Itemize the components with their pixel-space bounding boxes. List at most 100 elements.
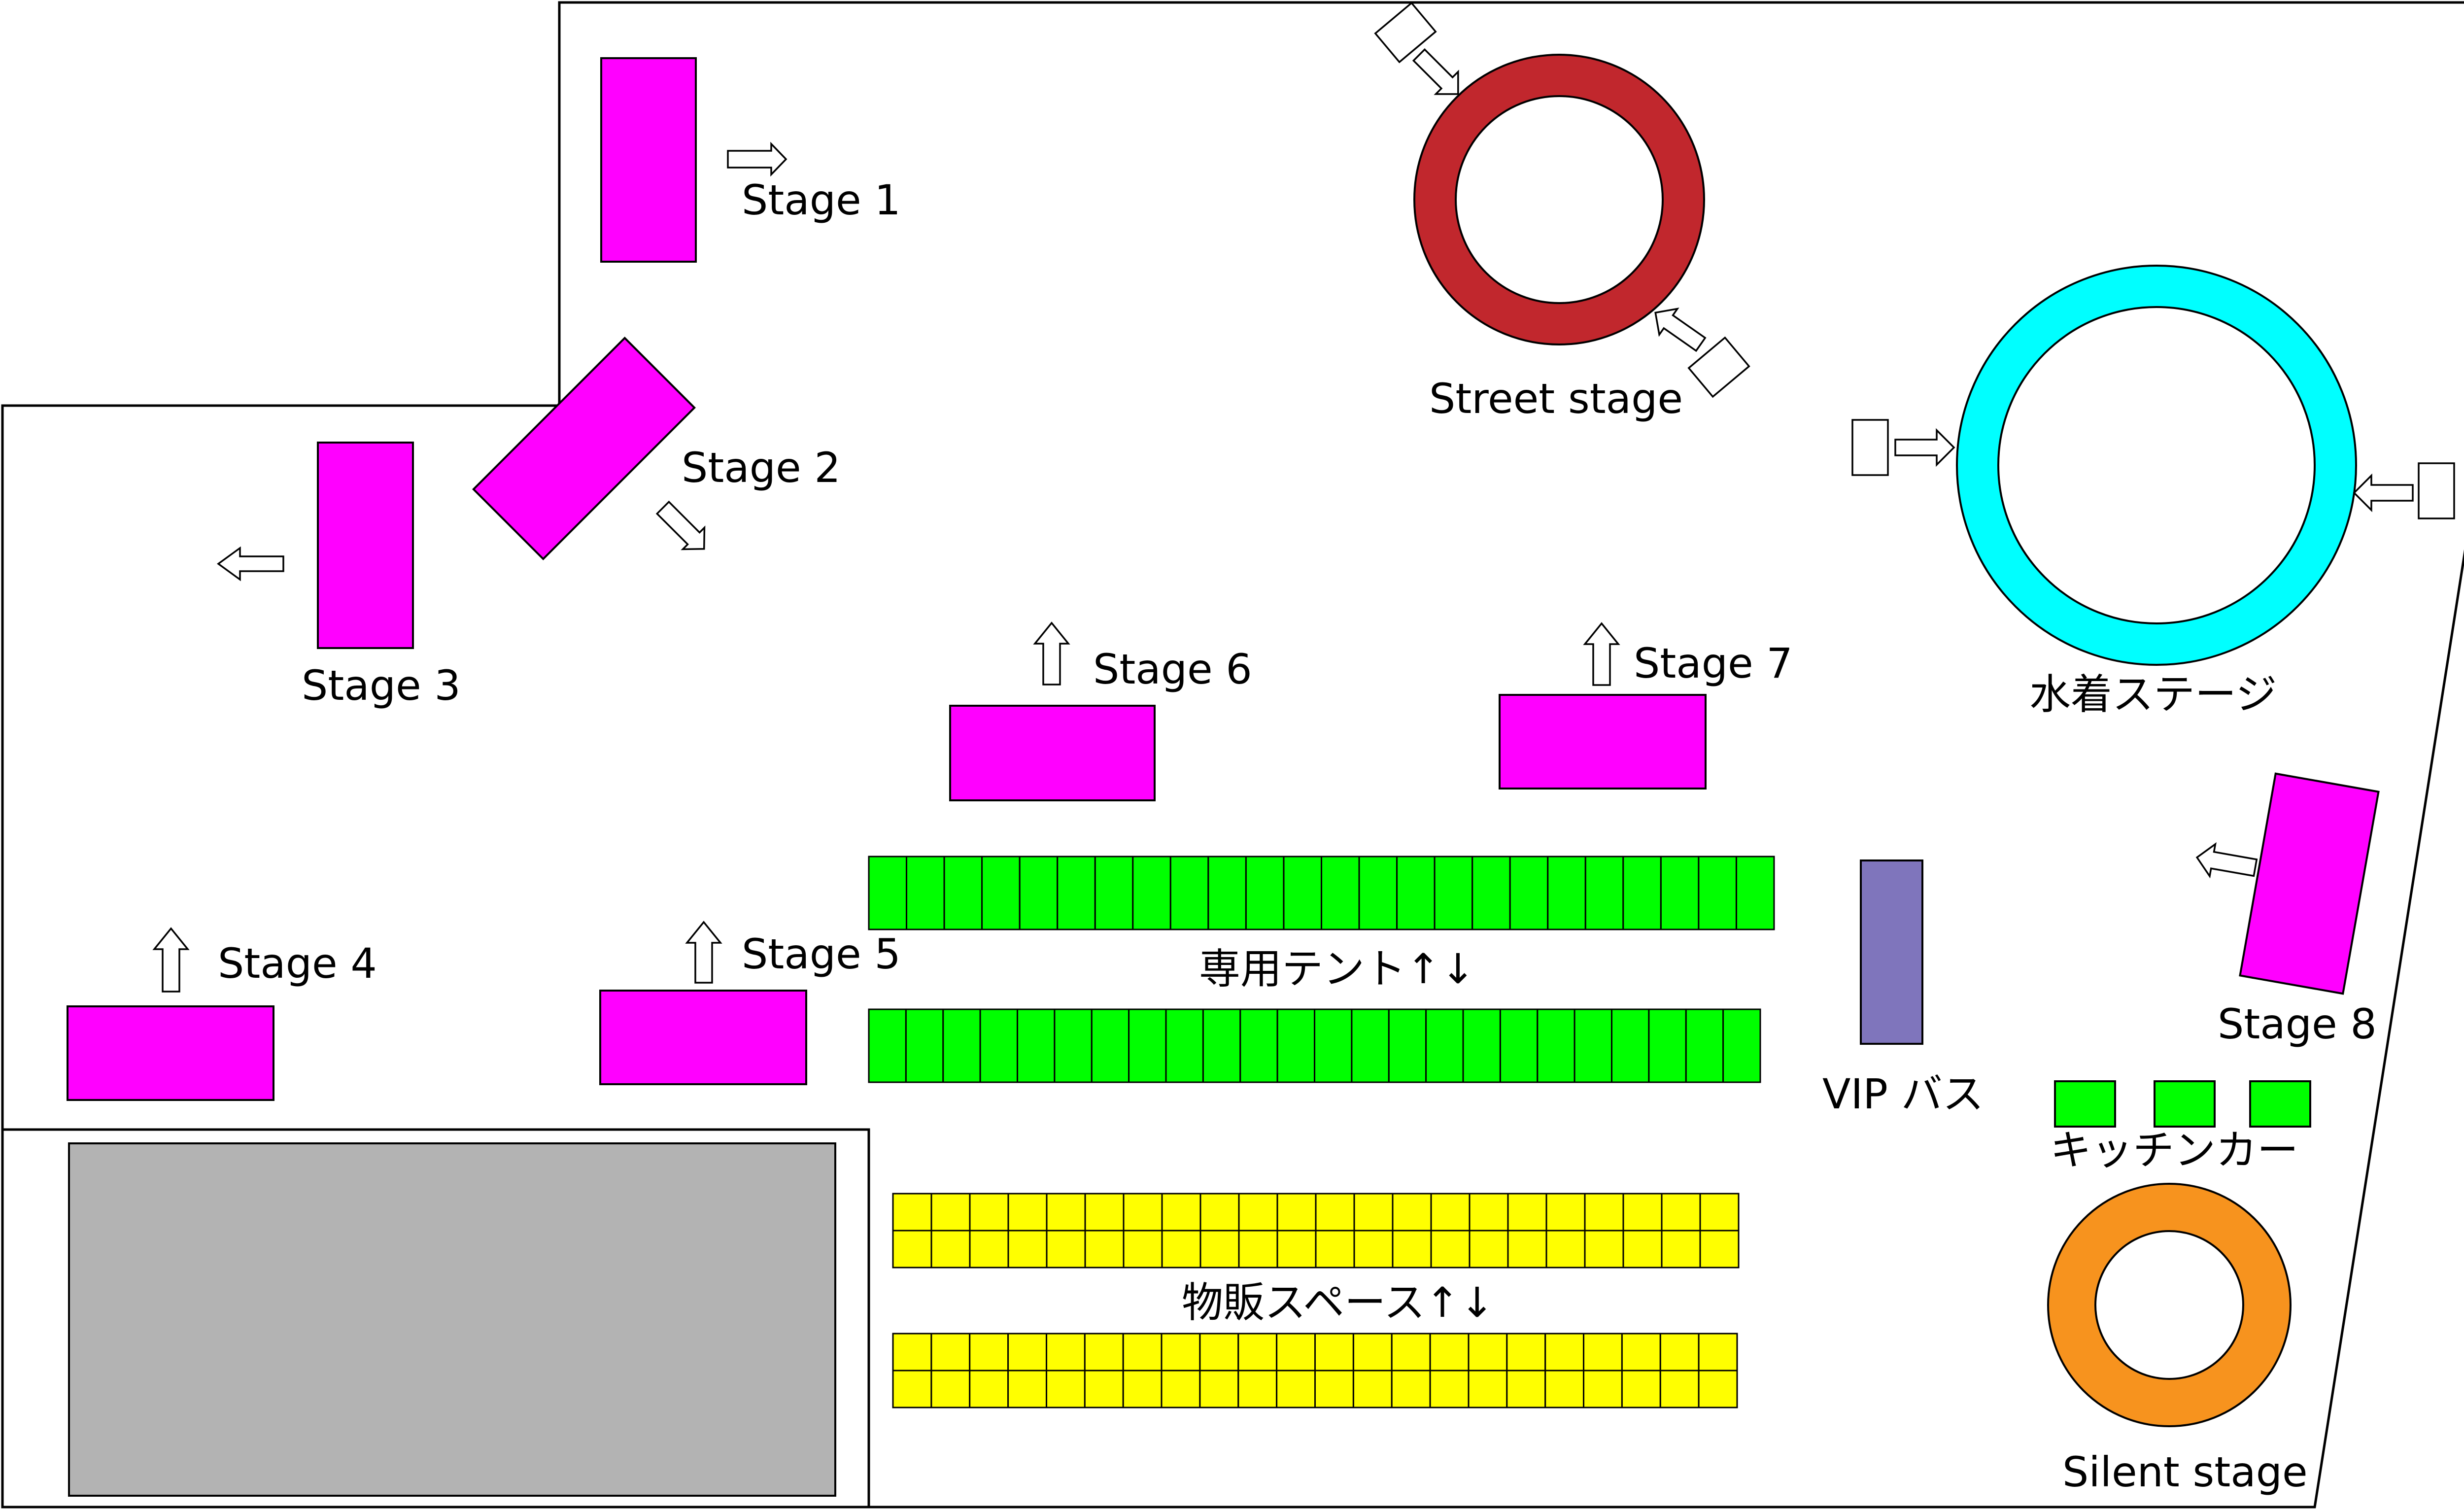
stage-8 [2239,772,2380,995]
merch-cell [1659,1333,1700,1372]
stage-4-direction-arrow [152,927,190,993]
stage-6-direction-arrow [1033,621,1070,686]
merch-cell [1276,1230,1317,1269]
kitchen-car [2154,1080,2216,1128]
silent-stage-outer-edge [2047,1183,2292,1427]
merch-cell [1007,1193,1048,1232]
tent-cell [1276,1008,1316,1083]
merch-cell [1199,1193,1240,1232]
merch-space-label: 物販スペース↑↓ [1182,1278,1495,1327]
tent-cell [1207,856,1247,930]
merch-cell [892,1230,932,1269]
stage-1 [600,57,697,263]
merch-cell [1238,1193,1278,1232]
merch-cell [1622,1230,1663,1269]
merch-cell [930,1230,971,1269]
tent-cell [1722,1008,1761,1083]
stage-6-label: Stage 6 [1093,645,1252,693]
merch-cell [1352,1370,1393,1408]
street-stage [1414,55,1704,344]
merch-row-1 [892,1193,1740,1269]
merch-cell [1122,1333,1163,1372]
swimsuit-stage-entrance-arrow-right [2353,473,2414,513]
street-stage-outer-edge [1413,54,1705,345]
kitchen-car [2249,1080,2311,1128]
merch-cell [1698,1370,1738,1408]
merch-cell [930,1370,971,1408]
tent-cell [1685,1008,1724,1083]
tent-cell [1128,1008,1167,1083]
merch-row-2 [892,1333,1738,1408]
stage-3 [317,442,414,649]
merch-cell [1084,1193,1125,1232]
merch-cell [1161,1333,1201,1372]
merch-cell [1161,1370,1201,1408]
swimsuit-stage-label: 水着ステージ [2029,670,2277,719]
tent-cell [1239,1008,1278,1083]
stage-4-label: Stage 4 [218,939,377,988]
tent-cell [1017,1008,1056,1083]
vip-bus-label: VIP バス [1822,1070,1984,1118]
tent-cell [1547,856,1586,930]
merch-cell [1123,1230,1163,1269]
tent-cell [1622,856,1662,930]
tent-row-2 [868,1008,1761,1083]
tent-cell [1091,1008,1130,1083]
stage-2-label: Stage 2 [682,444,841,492]
merch-cell [1161,1193,1201,1232]
swimsuit-stage-entrance-arrow-left [1894,428,1955,467]
merch-cell [1661,1193,1701,1232]
merch-cell [1199,1370,1239,1408]
merch-cell [1237,1370,1278,1408]
stage-7-direction-arrow [1583,622,1620,686]
merch-cell [1314,1370,1354,1408]
merch-cell [1084,1370,1124,1408]
tent-cell [1388,1008,1427,1083]
tent-cell [1314,1008,1353,1083]
merch-cell [1314,1333,1354,1372]
tent-cell [1358,856,1398,930]
silent-stage-inner-edge [2094,1230,2244,1380]
tent-cell [1351,1008,1390,1083]
swimsuit-stage-entrance-box-left [1851,419,1889,476]
merch-cell [1583,1370,1623,1408]
dedicated-tents-label: 専用テント↑↓ [1199,945,1475,993]
stage-5-direction-arrow [685,921,722,984]
merch-cell [1506,1370,1546,1408]
tent-cell [1584,856,1624,930]
silent-stage-label: Silent stage [2062,1448,2308,1496]
merch-cell [1084,1230,1125,1269]
stage-4 [67,1005,274,1101]
merch-cell [1469,1230,1509,1269]
street-stage-inner-edge [1455,95,1664,304]
merch-cell [1238,1230,1278,1269]
street-stage-entrance-arrow-se [1654,308,1707,352]
merch-cell [1276,1333,1316,1372]
merch-cell [1276,1193,1317,1232]
street-stage-entrance-box-se [1687,336,1750,398]
tent-cell [1169,856,1209,930]
merch-cell [1507,1230,1547,1269]
merch-cell [969,1333,1009,1372]
tent-cell [1132,856,1171,930]
swimsuit-stage-inner-edge [1997,306,2316,624]
building-area [68,1142,836,1497]
merch-cell [1545,1230,1586,1269]
tent-cell [979,1008,1018,1083]
street-stage-entrance-box-nw [1374,1,1437,64]
merch-cell [969,1230,1009,1269]
tent-cell [1019,856,1059,930]
merch-cell [1507,1193,1547,1232]
merch-cell [1199,1333,1239,1372]
tent-cell [868,856,907,930]
merch-cell [1353,1193,1394,1232]
merch-cell [1430,1193,1471,1232]
stage-8-direction-arrow [2195,842,2258,879]
tent-cell [1698,856,1737,930]
stage-1-direction-arrow [727,141,787,177]
silent-stage [2048,1184,2291,1426]
tent-cell [943,856,983,930]
merch-cell [1469,1193,1509,1232]
merch-cell [1622,1193,1663,1232]
